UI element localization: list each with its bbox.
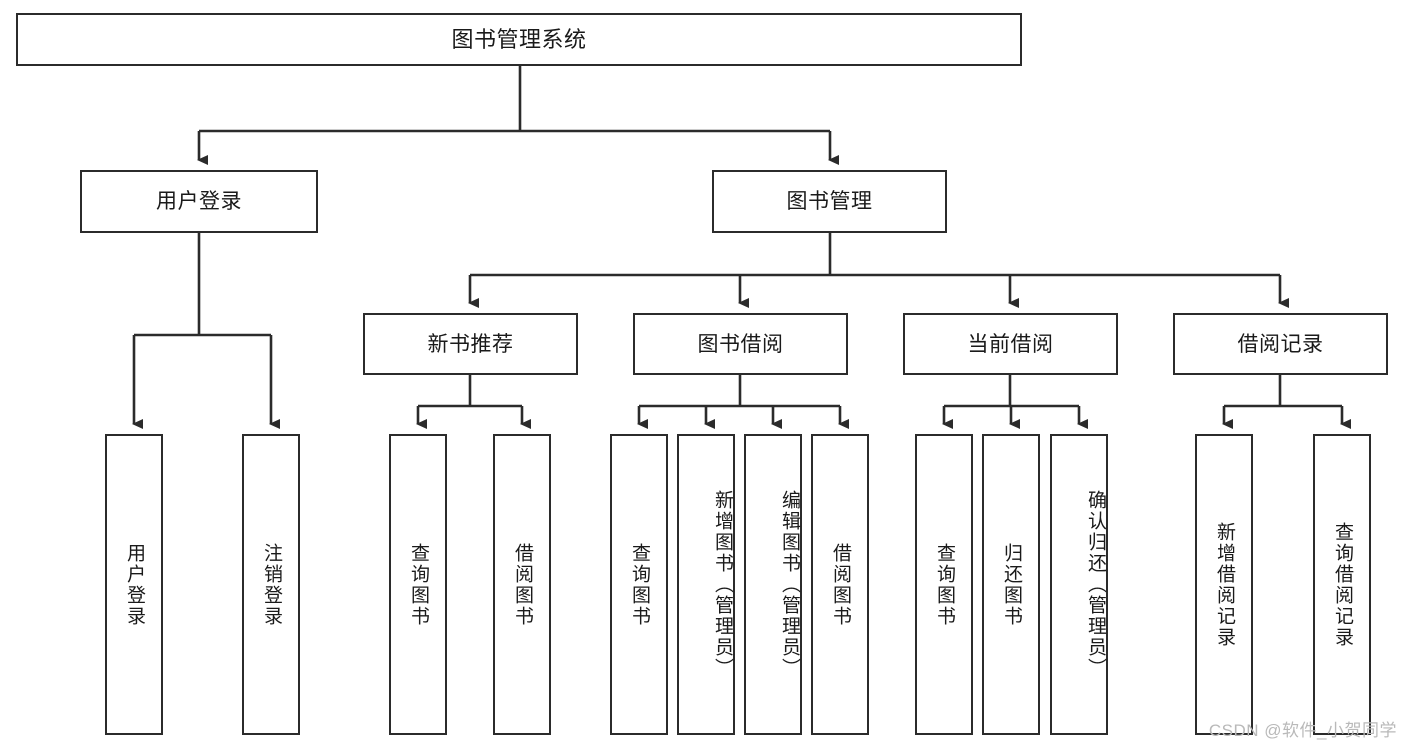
leaf-user-login[interactable]: 用户登录	[105, 434, 163, 735]
node-label: 图书管理系统	[451, 26, 587, 52]
node-root-system[interactable]: 图书管理系统	[16, 13, 1022, 66]
node-label: 新书推荐	[427, 332, 514, 356]
node-label: 查询图书	[934, 542, 956, 627]
node-label: 借阅图书	[512, 542, 534, 627]
node-label: 用户登录	[156, 190, 242, 213]
leaf-newbook-query-book[interactable]: 查询图书	[389, 434, 447, 735]
node-label: 编辑图书（管理员）	[779, 490, 800, 679]
node-book-borrow[interactable]: 图书借阅	[633, 313, 848, 375]
leaf-current-query-book[interactable]: 查询图书	[915, 434, 973, 735]
node-label: 图书管理	[786, 190, 873, 213]
node-label: 注销登录	[261, 542, 283, 627]
node-label: 新增借阅记录	[1214, 521, 1236, 648]
node-label: 借阅图书	[830, 542, 852, 627]
node-label: 归还图书	[1001, 542, 1023, 627]
node-label: 确认归还（管理员）	[1085, 490, 1106, 679]
leaf-newbook-borrow-book[interactable]: 借阅图书	[493, 434, 551, 735]
node-user-login[interactable]: 用户登录	[80, 170, 318, 233]
node-borrow-record[interactable]: 借阅记录	[1173, 313, 1388, 375]
leaf-borrow-edit-book-admin[interactable]: 编辑图书（管理员）	[744, 434, 802, 735]
node-label: 当前借阅	[967, 332, 1054, 356]
leaf-current-confirm-return-admin[interactable]: 确认归还（管理员）	[1050, 434, 1108, 735]
node-label: 查询图书	[629, 542, 651, 627]
node-current-borrow[interactable]: 当前借阅	[903, 313, 1118, 375]
leaf-borrow-borrow-book[interactable]: 借阅图书	[811, 434, 869, 735]
node-book-management[interactable]: 图书管理	[712, 170, 947, 233]
node-label: 借阅记录	[1237, 332, 1324, 356]
node-label: 新增图书（管理员）	[712, 490, 733, 679]
node-label: 查询借阅记录	[1332, 521, 1354, 648]
node-label: 用户登录	[124, 542, 146, 627]
watermark: CSDN @软件_小贺同学	[1208, 721, 1397, 740]
leaf-borrow-query-book[interactable]: 查询图书	[610, 434, 668, 735]
node-new-book-recommend[interactable]: 新书推荐	[363, 313, 578, 375]
leaf-record-query-borrow-record[interactable]: 查询借阅记录	[1313, 434, 1371, 735]
leaf-record-add-borrow-record[interactable]: 新增借阅记录	[1195, 434, 1253, 735]
node-label: 图书借阅	[697, 332, 784, 356]
leaf-current-return-book[interactable]: 归还图书	[982, 434, 1040, 735]
leaf-borrow-add-book-admin[interactable]: 新增图书（管理员）	[677, 434, 735, 735]
node-label: 查询图书	[408, 542, 430, 627]
leaf-user-logout[interactable]: 注销登录	[242, 434, 300, 735]
